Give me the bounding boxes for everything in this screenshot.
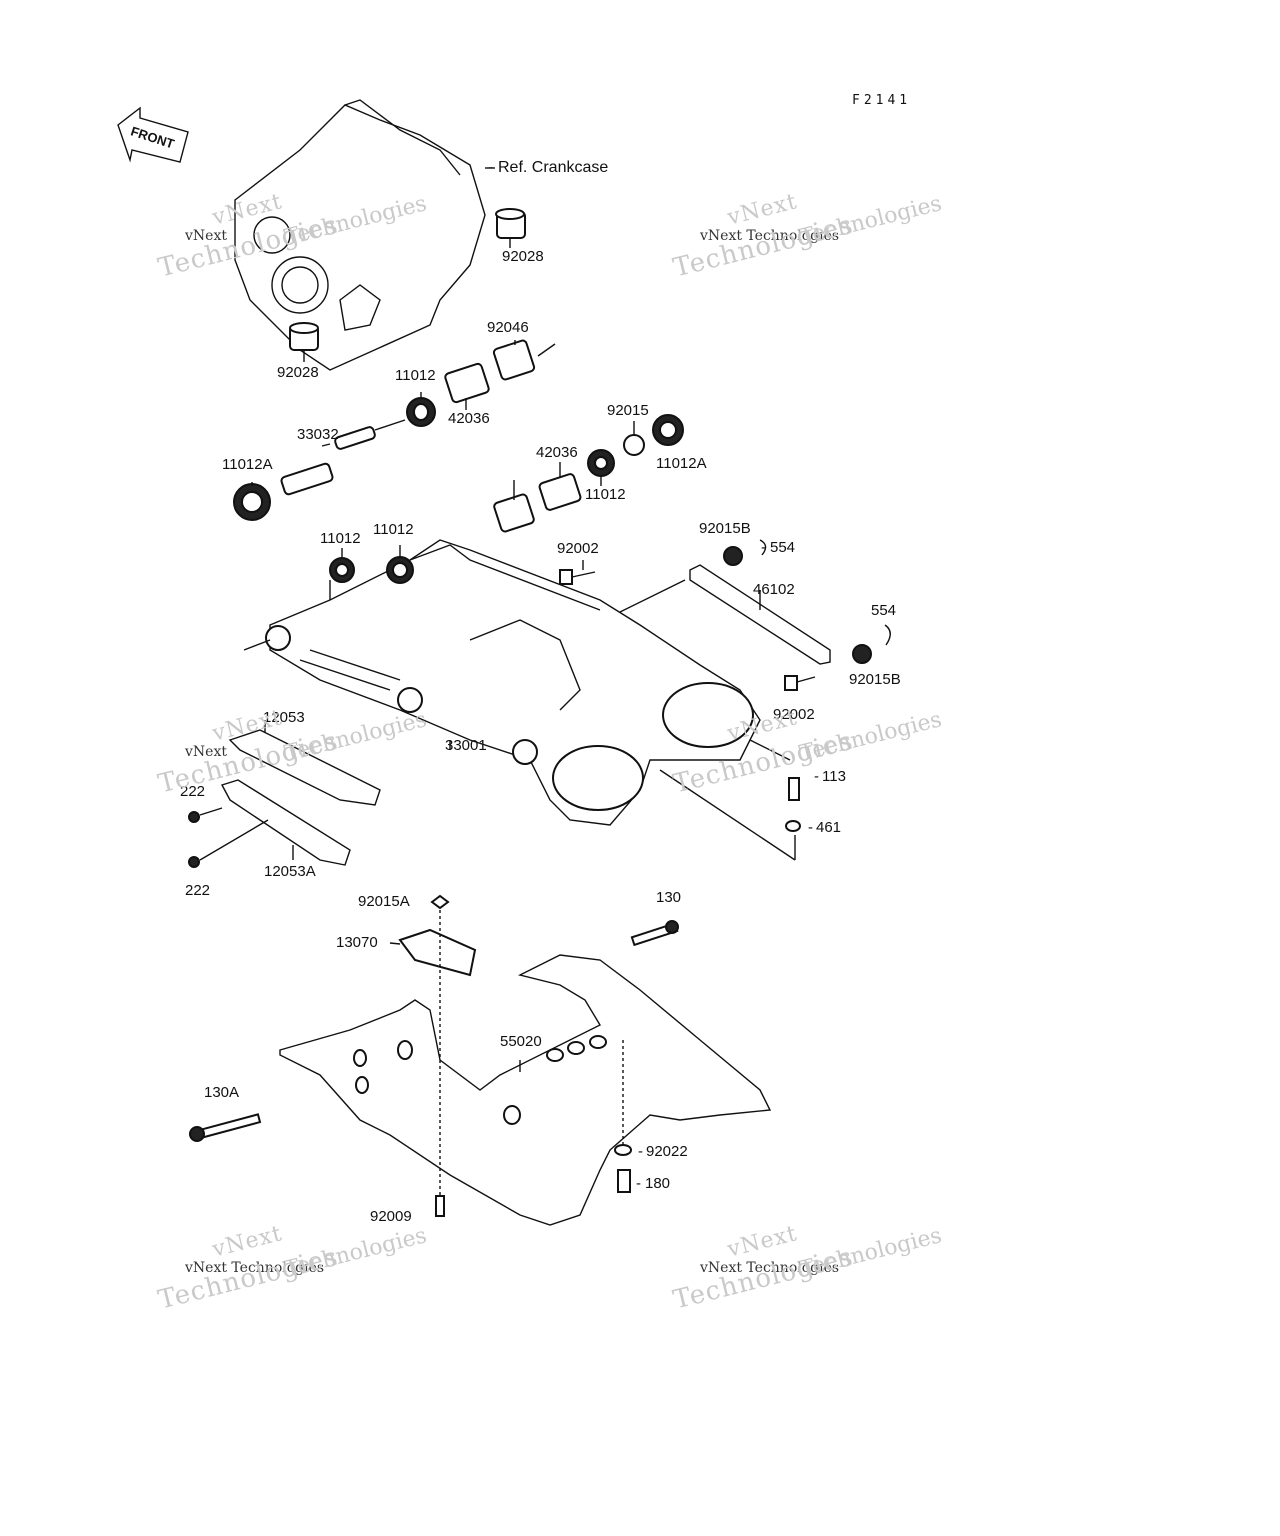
chain-guide-12053: [228, 720, 381, 806]
callout-92022: 92022: [646, 1143, 688, 1160]
callout-11012-d: 11012: [373, 521, 414, 538]
bushing-92028-bottom: [289, 322, 319, 362]
callout-42036-a: 42036: [448, 410, 490, 427]
callout-92015A: 92015A: [358, 893, 410, 910]
nut-92015: [623, 421, 645, 456]
pin-554-bottom: [884, 624, 891, 646]
crankcase-drawing: [234, 99, 495, 371]
collar-inner: [493, 480, 535, 533]
callout-12053A: 12053A: [264, 863, 316, 880]
nut-92015A: [430, 894, 450, 1210]
bearing-11012-c: [329, 548, 355, 583]
cap-11012A-right: [652, 414, 684, 446]
torque-link-46102: [619, 564, 831, 665]
callout-55020: 55020: [500, 1033, 542, 1050]
ref-leader-dash: -: [488, 159, 494, 176]
pivot-bolt-11012A: [233, 462, 334, 521]
screw-222-b: [188, 819, 269, 868]
front-arrow-icon: [117, 106, 189, 163]
callout-11012A-right: 11012A: [656, 455, 707, 472]
screw-222-a: [188, 807, 223, 823]
callout-554-a: 554: [770, 539, 796, 556]
callout-11012-c: 11012: [320, 530, 361, 547]
pivot-shaft-33032: [321, 419, 406, 450]
sleeve-42036-b: [538, 462, 582, 511]
bolt-92002-b: [784, 675, 816, 691]
damper-13070: [389, 928, 477, 977]
sleeve-42036-a: [444, 362, 490, 410]
callout-12053: 12053: [263, 709, 305, 726]
callout-11012A-left: 11012A: [222, 456, 273, 473]
bolt-113: [749, 739, 800, 801]
bolt-180: [617, 1169, 631, 1193]
callout-92002-a: 92002: [557, 540, 599, 557]
callout-113: 113: [822, 768, 846, 785]
bolt-92002-a: [559, 560, 596, 585]
callout-92046: 92046: [487, 319, 529, 336]
callout-11012-a: 11012: [395, 367, 436, 384]
callout-92028-bottom: 92028: [277, 364, 319, 381]
callout-180: 180: [645, 1175, 671, 1192]
leader-dash-461: -: [808, 819, 813, 836]
leader-dash-113: -: [814, 768, 819, 785]
callout-461: 461: [816, 819, 842, 836]
callout-130A: 130A: [204, 1084, 240, 1101]
callout-222-b: 222: [185, 882, 211, 899]
pin-554-top: [759, 539, 767, 556]
callout-92028-top: 92028: [502, 248, 544, 265]
callout-33001: 33001: [445, 737, 487, 754]
ref-crankcase-label: Ref. Crankcase: [498, 159, 609, 176]
callout-13070: 13070: [336, 934, 378, 951]
bolt-92009: [435, 1195, 445, 1217]
swingarm-33001: [243, 539, 761, 826]
callout-92015: 92015: [607, 402, 649, 419]
callout-92015B-a: 92015B: [699, 520, 751, 537]
chain-guide-12053A: [220, 779, 351, 866]
callout-554-b: 554: [871, 602, 897, 619]
washer-461: [659, 769, 801, 861]
bearing-11012-a: [406, 392, 436, 427]
nut-92015B-top: [723, 546, 743, 566]
callout-42036-b: 42036: [536, 444, 578, 461]
collar-92046: [492, 339, 556, 381]
bushing-92028-top: [495, 208, 526, 248]
bearing-11012-b: [587, 449, 615, 486]
leader-dash-92022: -: [638, 1143, 643, 1160]
leader-dash-180: -: [636, 1175, 641, 1192]
callout-92015B-b: 92015B: [849, 671, 901, 688]
chain-case-55020: [279, 954, 772, 1226]
callout-92002-b: 92002: [773, 706, 815, 723]
bearing-11012-d: [386, 545, 414, 584]
nut-92015B-bottom: [852, 644, 872, 664]
callout-33032: 33032: [297, 426, 339, 443]
callout-46102: 46102: [753, 581, 795, 598]
callout-92009: 92009: [370, 1208, 412, 1225]
bolt-130A: [189, 1113, 262, 1142]
bolt-130: [630, 920, 679, 947]
figure-code: F2141: [852, 93, 912, 108]
callout-11012-b: 11012: [585, 486, 626, 503]
washer-92022: [614, 1040, 632, 1156]
leader-dash-554: -: [761, 539, 766, 556]
callout-130: 130: [656, 889, 682, 906]
callout-222-a: 222: [180, 783, 206, 800]
